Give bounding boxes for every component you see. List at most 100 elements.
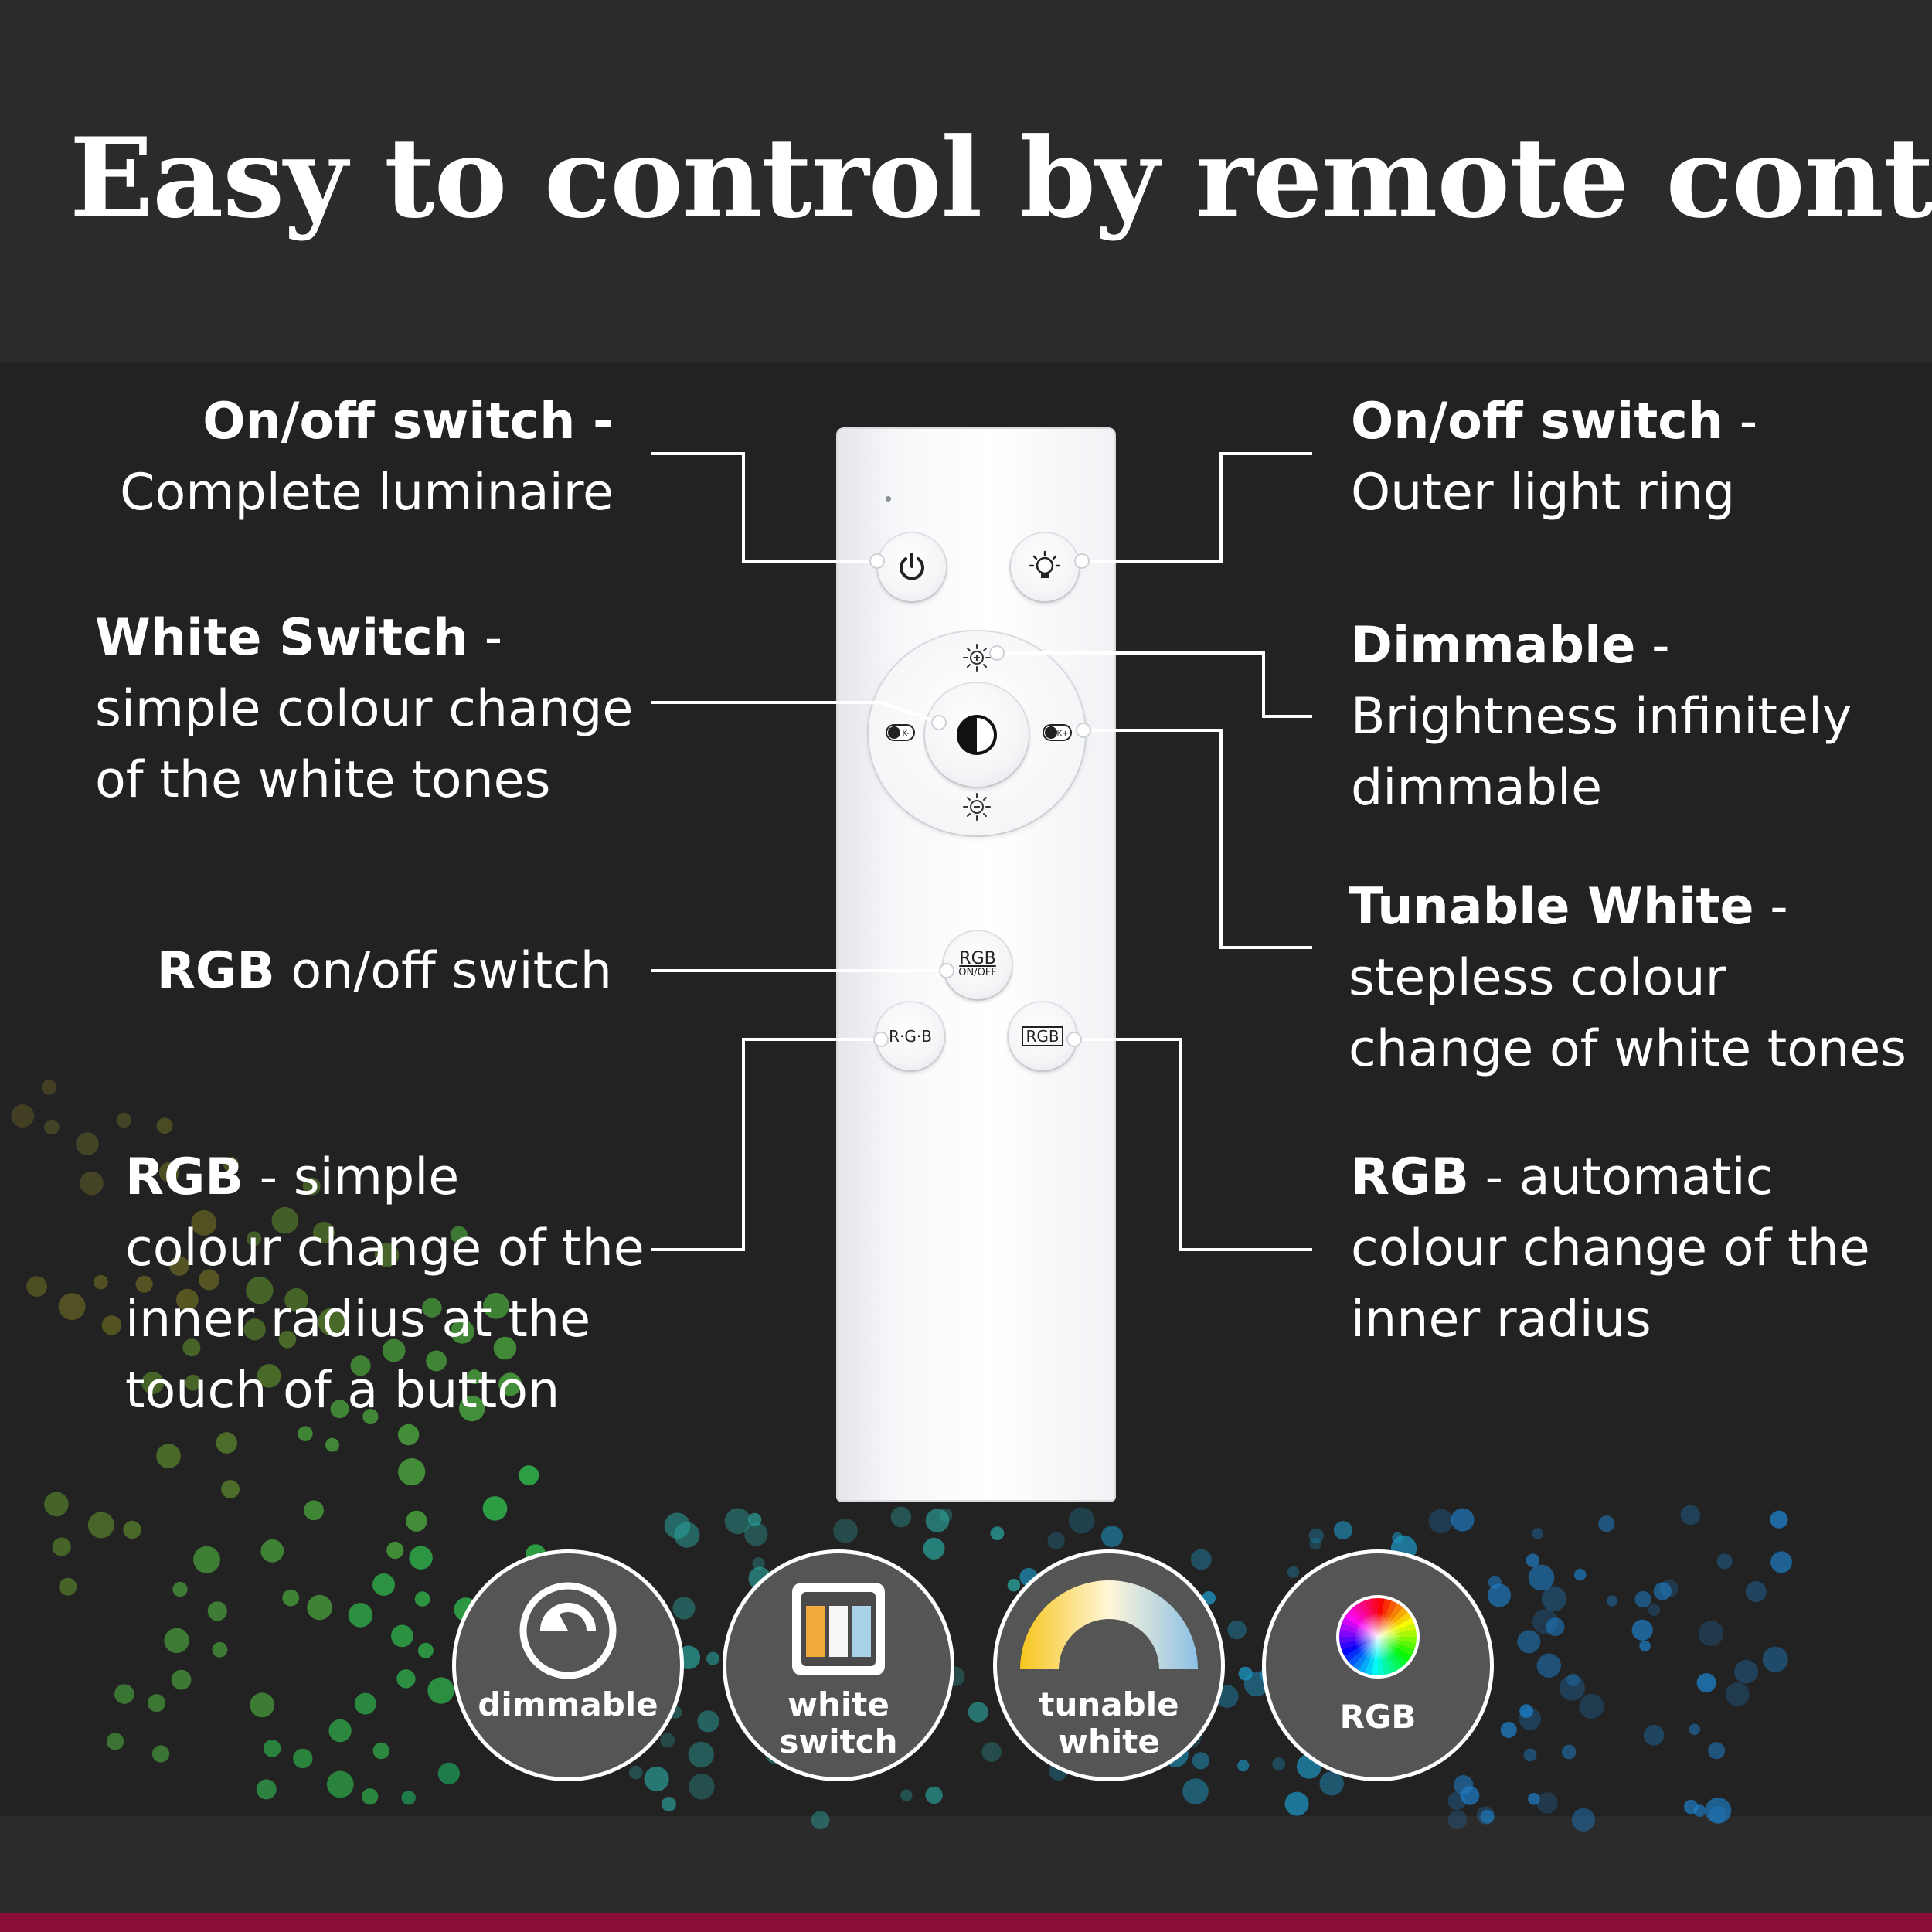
decor-dot	[1708, 1742, 1726, 1760]
decor-dot	[1488, 1575, 1502, 1589]
label-rgb-onoff: RGB on/off switch	[157, 936, 612, 1007]
label-text: inner radius at the	[125, 1291, 591, 1349]
decor-dot	[1762, 1646, 1788, 1672]
decor-dot	[135, 1275, 153, 1293]
kelvin-plus-icon: K+	[1043, 724, 1072, 741]
decor-dot	[175, 1288, 199, 1311]
decor-dot	[1238, 1666, 1253, 1681]
rgb-auto-button[interactable]: RGB	[1009, 1002, 1077, 1070]
decor-dot	[1559, 1675, 1585, 1701]
decor-dot	[391, 1624, 413, 1648]
warmer-white-button[interactable]: K-	[885, 722, 916, 747]
leader-tunable	[1083, 729, 1312, 949]
decor-dot	[724, 1508, 751, 1535]
decor-dot	[1454, 1775, 1474, 1795]
decor-dot	[1192, 1752, 1210, 1770]
feature-dimmable: dimmable	[456, 1553, 680, 1777]
decor-dot	[660, 1733, 675, 1748]
label-dimmable: Dimmable - Brightness infinitely dimmabl…	[1351, 611, 1852, 824]
decor-dot	[11, 1104, 35, 1128]
decor-dot	[644, 1766, 669, 1792]
decor-dot	[1100, 1526, 1123, 1547]
decor-dot	[417, 1642, 434, 1658]
dimmable-icon	[519, 1582, 617, 1679]
decor-dot	[382, 1338, 406, 1362]
decor-dot	[689, 1774, 715, 1800]
feature-label: white	[1058, 1723, 1160, 1760]
label-heading: On/off switch -	[202, 393, 614, 451]
decor-dot	[1631, 1619, 1653, 1641]
light-ring-button[interactable]	[1011, 533, 1079, 601]
label-text: Brightness infinitely	[1351, 688, 1852, 746]
decor-dot	[1734, 1659, 1758, 1684]
feature-label: switch	[779, 1723, 898, 1760]
leader-onoff-complete	[651, 452, 877, 563]
decor-dot	[406, 1510, 427, 1532]
decor-dot	[1487, 1583, 1512, 1607]
power-button[interactable]	[878, 533, 946, 601]
brightness-down-button[interactable]	[962, 792, 992, 825]
decor-dot	[1237, 1760, 1250, 1772]
white-switch-button[interactable]	[925, 683, 1029, 787]
decor-dot	[243, 1318, 266, 1341]
decor-dot	[939, 1509, 953, 1522]
decor-dot	[1451, 1508, 1475, 1532]
decor-dot	[1546, 1617, 1565, 1637]
decor-dot	[156, 1444, 181, 1468]
label-text: Complete luminaire	[120, 464, 614, 522]
leader-rgb-auto-dot	[1066, 1032, 1082, 1047]
decor-dot	[191, 1209, 217, 1236]
rgb-onoff-button[interactable]: RGB ON/OFF	[944, 931, 1012, 999]
decor-dot	[1428, 1509, 1454, 1534]
cooler-white-button[interactable]: K+	[1042, 722, 1073, 747]
decor-dot	[1227, 1620, 1247, 1640]
decor-dot	[1598, 1515, 1615, 1532]
leader-onoff-ring-dot	[1074, 553, 1090, 569]
brightness-up-button[interactable]	[962, 643, 992, 675]
label-onoff-ring: On/off switch - Outer light ring	[1351, 386, 1757, 529]
decor-dot	[76, 1132, 99, 1155]
leader-white-switch	[651, 701, 940, 724]
decor-dot	[437, 1762, 460, 1784]
decor-dot	[1272, 1757, 1286, 1770]
decor-dot	[1709, 1806, 1726, 1823]
decor-dot	[1648, 1604, 1661, 1616]
decor-dot	[1007, 1579, 1021, 1592]
decor-dot	[1519, 1708, 1542, 1730]
status-led	[886, 496, 891, 502]
decor-dot	[498, 1372, 522, 1396]
decor-dot	[1716, 1553, 1733, 1570]
decor-dot	[156, 1117, 173, 1134]
leader-rgb-simple	[651, 1038, 881, 1251]
decor-dot	[1745, 1581, 1767, 1603]
sun-plus-icon	[963, 644, 991, 672]
decor-dot	[482, 1496, 508, 1521]
decor-dot	[116, 1112, 131, 1128]
decor-dot	[1680, 1505, 1701, 1526]
feature-label: tunable	[1039, 1685, 1179, 1723]
feature-label: RGB	[1339, 1698, 1417, 1736]
decor-dot	[1287, 1566, 1300, 1578]
decor-dot	[172, 1581, 188, 1597]
decor-dot	[414, 1591, 430, 1607]
decor-dot	[1333, 1521, 1352, 1540]
leader-rgb-auto	[1074, 1038, 1312, 1251]
decor-dot	[1639, 1640, 1651, 1652]
decor-dot	[401, 1791, 416, 1805]
decor-dot	[409, 1546, 433, 1570]
decor-dot	[207, 1601, 227, 1621]
decor-dot	[106, 1733, 124, 1750]
leader-white-switch-dot	[931, 715, 947, 730]
decor-dot	[1308, 1528, 1325, 1544]
decor-dot	[1536, 1653, 1562, 1678]
feature-rgb: RGB	[1266, 1553, 1490, 1777]
decor-dot	[1182, 1778, 1209, 1804]
label-text: stepless colour	[1349, 949, 1726, 1007]
decor-dot	[247, 1231, 262, 1247]
decor-dot	[1309, 1537, 1321, 1550]
decor-dot	[467, 1369, 482, 1385]
decor-dot	[1519, 1704, 1533, 1719]
decor-dot	[147, 1694, 166, 1713]
decor-dot	[925, 1786, 943, 1804]
label-onoff-complete: On/off switch - Complete luminaire	[120, 386, 614, 529]
